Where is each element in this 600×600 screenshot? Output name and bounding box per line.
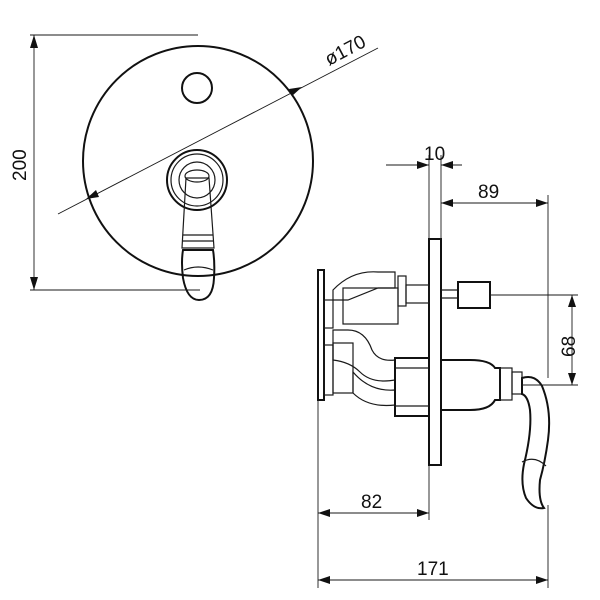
dim-rear-depth: 82	[361, 492, 382, 513]
lever-handle-side	[521, 376, 551, 510]
upper-valve-body	[332, 271, 491, 325]
rear-flange	[317, 269, 325, 401]
side-view: 10 89 68 82 171	[317, 144, 580, 588]
front-trim-side	[440, 359, 523, 411]
wall-plate	[428, 238, 442, 466]
front-view: 200 ø170	[10, 32, 379, 302]
lever-escutcheon	[166, 149, 228, 211]
dim-total-depth: 171	[417, 559, 449, 580]
upper-hole	[181, 72, 213, 104]
lower-valve-body	[332, 329, 430, 417]
dim-outlet-spacing: 68	[559, 336, 580, 357]
lever-handle-front	[181, 169, 216, 302]
upper-outlet	[457, 281, 491, 309]
dim-front-projection: 89	[478, 182, 499, 203]
dim-height: 200	[10, 149, 31, 181]
dim-plate-thickness: 10	[424, 144, 445, 165]
cover-plate-circle	[82, 45, 314, 277]
